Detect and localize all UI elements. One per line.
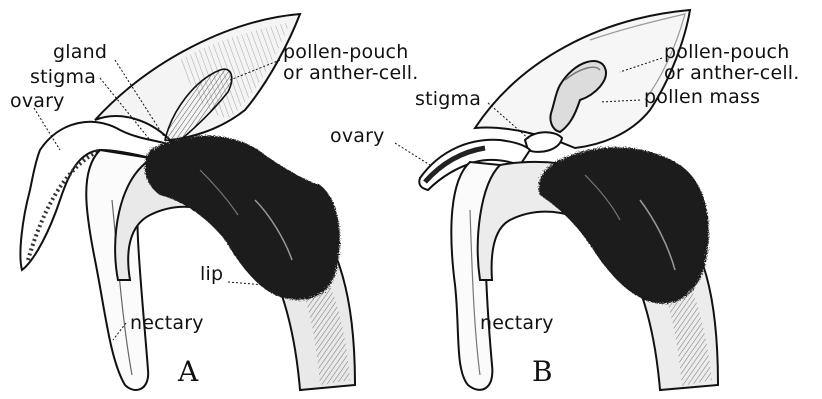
figure-a-dark-mass bbox=[145, 136, 340, 300]
label-b-pollen-mass: pollen mass bbox=[644, 88, 760, 107]
label-a-gland: gland bbox=[53, 43, 107, 62]
label-a-anther-cell: or anther-cell. bbox=[283, 64, 419, 83]
label-b-ovary: ovary bbox=[330, 127, 385, 146]
figure-b-letter: B bbox=[532, 358, 553, 386]
label-a-pollen-pouch: pollen-pouch bbox=[283, 43, 408, 62]
label-a-ovary: ovary bbox=[10, 92, 65, 111]
label-b-pollen-pouch: pollen-pouch bbox=[664, 43, 789, 62]
label-a-lip: lip bbox=[200, 265, 223, 284]
label-a-stigma: stigma bbox=[30, 68, 96, 87]
label-b-stigma: stigma bbox=[415, 90, 481, 109]
label-a-nectary: nectary bbox=[130, 314, 204, 333]
figure-b-dark-mass bbox=[539, 147, 709, 303]
label-b-nectary: nectary bbox=[480, 314, 554, 333]
figure-b-stigma bbox=[525, 132, 562, 152]
label-b-anther-cell: or anther-cell. bbox=[664, 64, 800, 83]
figure-a-letter: A bbox=[178, 358, 198, 386]
